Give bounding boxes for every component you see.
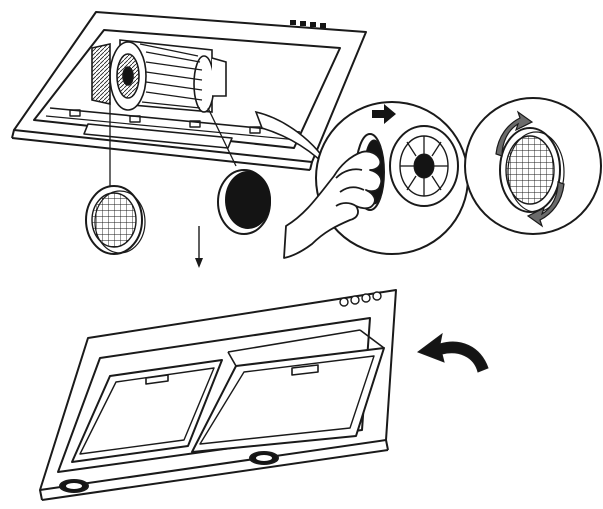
carbon-filter-grid [85, 185, 146, 255]
bottom-hood-controls [339, 291, 382, 307]
push-arrow-icon [372, 104, 396, 124]
hand-icon [283, 150, 383, 259]
detail-circle-twist [283, 101, 469, 259]
blower-fan-right [193, 55, 215, 113]
detail-circle-rotate [464, 97, 602, 235]
carbon-filter-dark [217, 169, 271, 235]
flip-arrow-icon [416, 332, 489, 373]
blower-assembly [91, 39, 227, 113]
grease-filter-left [71, 359, 223, 463]
bottom-hood-inner [57, 317, 371, 473]
leader-lines [109, 102, 237, 186]
fan-wheel [389, 125, 459, 207]
rotate-arrow-icon [495, 110, 565, 228]
top-hood-controls [290, 20, 326, 28]
down-arrow-icon [195, 226, 203, 268]
grease-filter-right [191, 329, 385, 453]
top-hood-inner [33, 29, 341, 149]
